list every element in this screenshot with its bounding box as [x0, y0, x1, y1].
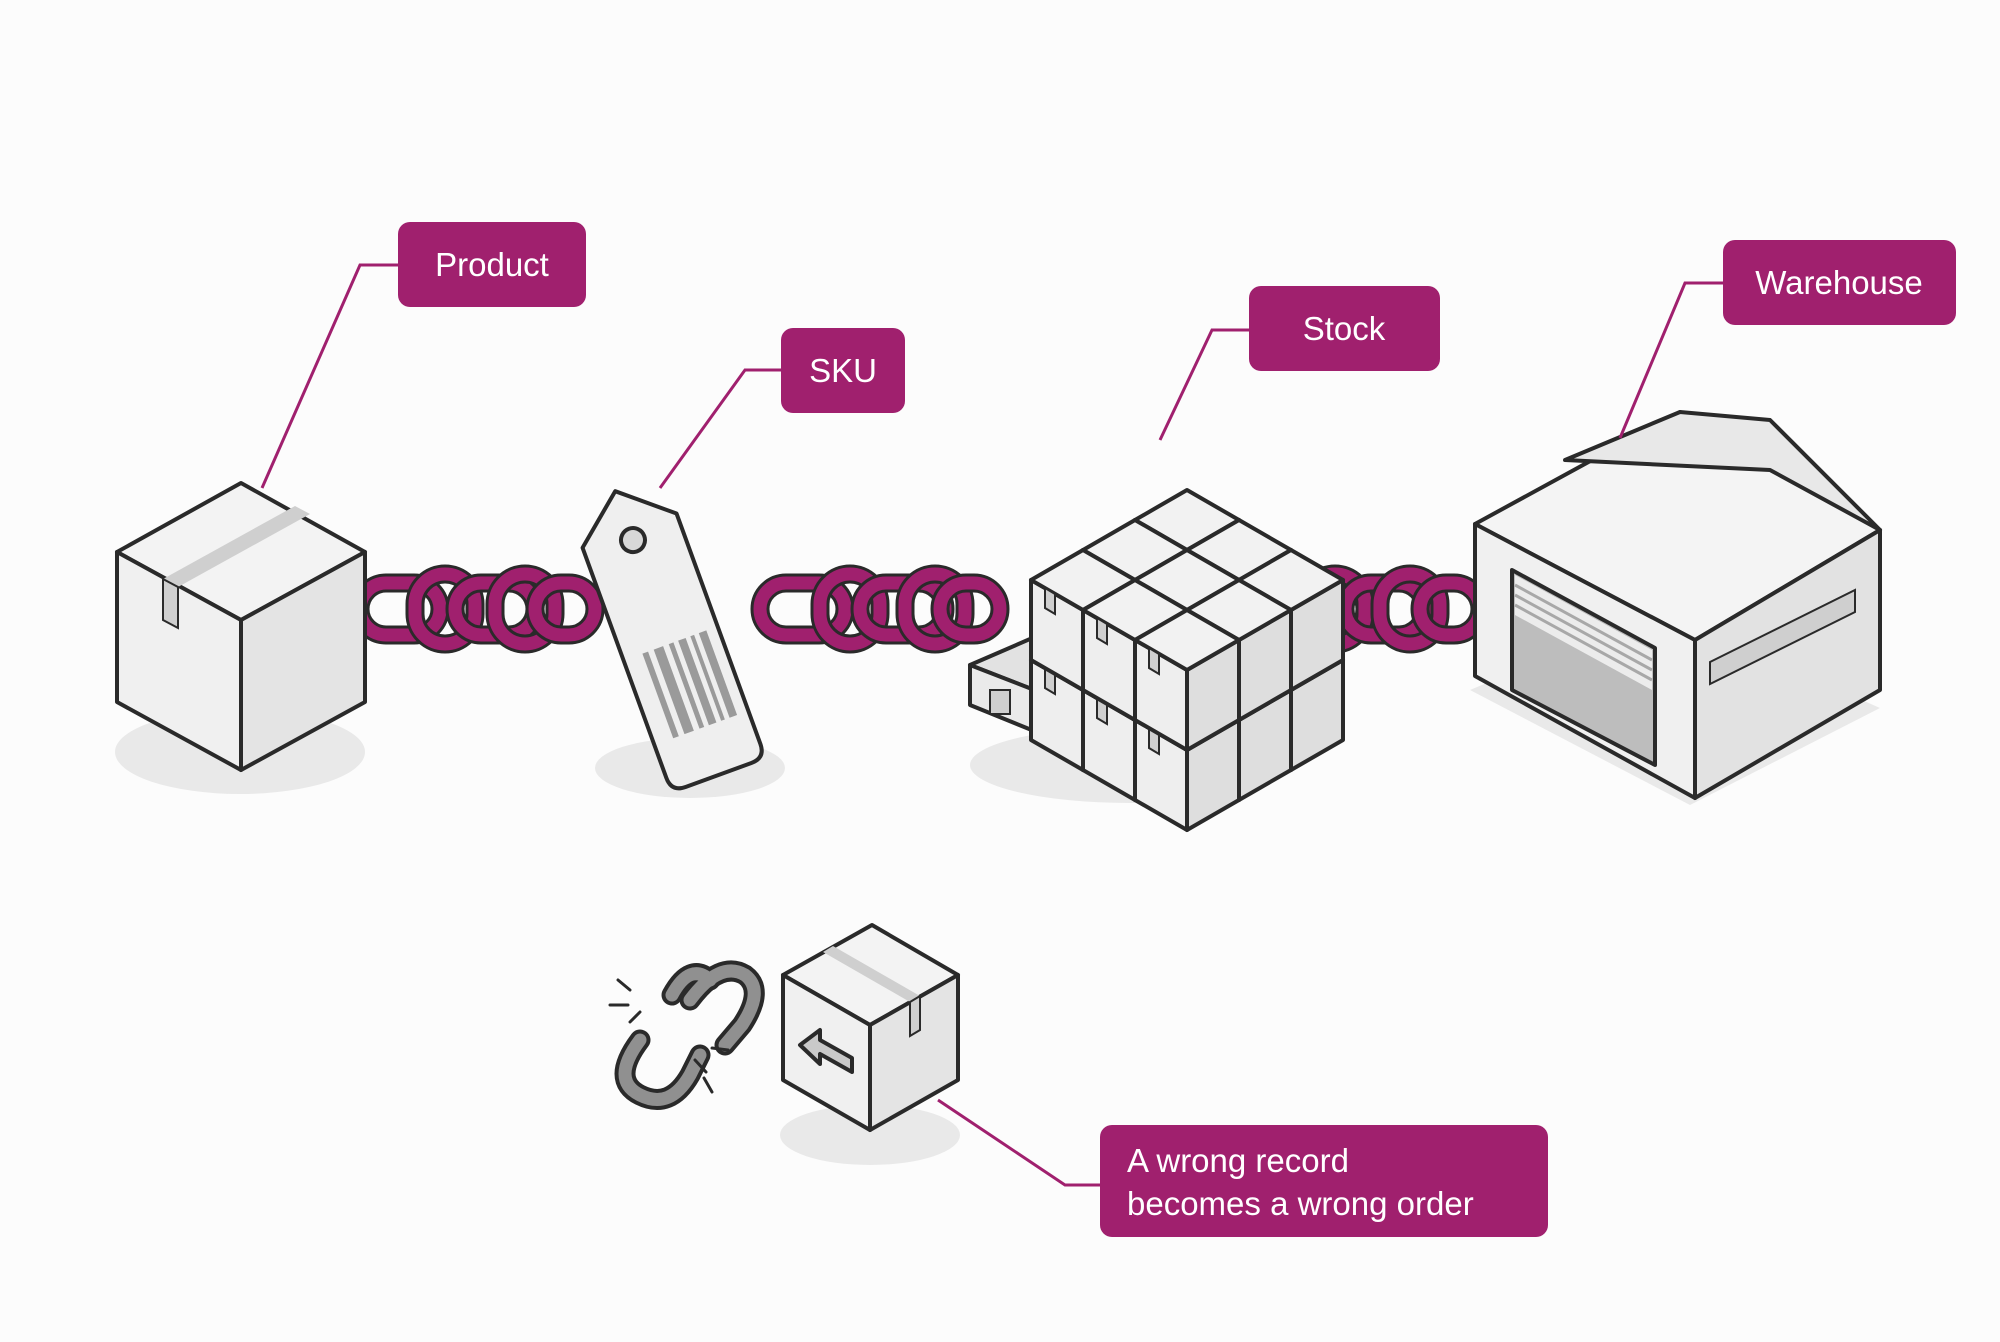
cardboard-box-icon [115, 481, 367, 794]
stock-box-tape [1096, 616, 1108, 646]
label-warehouse-text: Warehouse [1755, 264, 1923, 301]
broken-chain-icon [608, 960, 765, 1110]
barcode [642, 630, 738, 739]
label-product: Product [398, 222, 586, 307]
warehouse-building-icon [1470, 410, 1882, 805]
label-stock-text: Stock [1303, 310, 1386, 347]
returned-box-icon [780, 923, 960, 1165]
label-sku-text: SKU [809, 352, 877, 389]
label-product-text: Product [435, 246, 549, 283]
label-warning: A wrong record becomes a wrong order [1100, 1125, 1548, 1237]
barcode-tag-icon [580, 489, 785, 798]
pallet-of-boxes-icon [968, 488, 1345, 832]
label-sku: SKU [781, 328, 905, 413]
leader-lines [260, 263, 1725, 1187]
stock-box-tape [1044, 586, 1056, 616]
label-warning-line2: becomes a wrong order [1127, 1185, 1474, 1222]
label-stock: Stock [1249, 286, 1440, 371]
label-warning-line1: A wrong record [1127, 1142, 1349, 1179]
label-warehouse: Warehouse [1723, 240, 1956, 325]
stock-box-top [1133, 608, 1241, 672]
stock-box-tape [1148, 646, 1160, 676]
